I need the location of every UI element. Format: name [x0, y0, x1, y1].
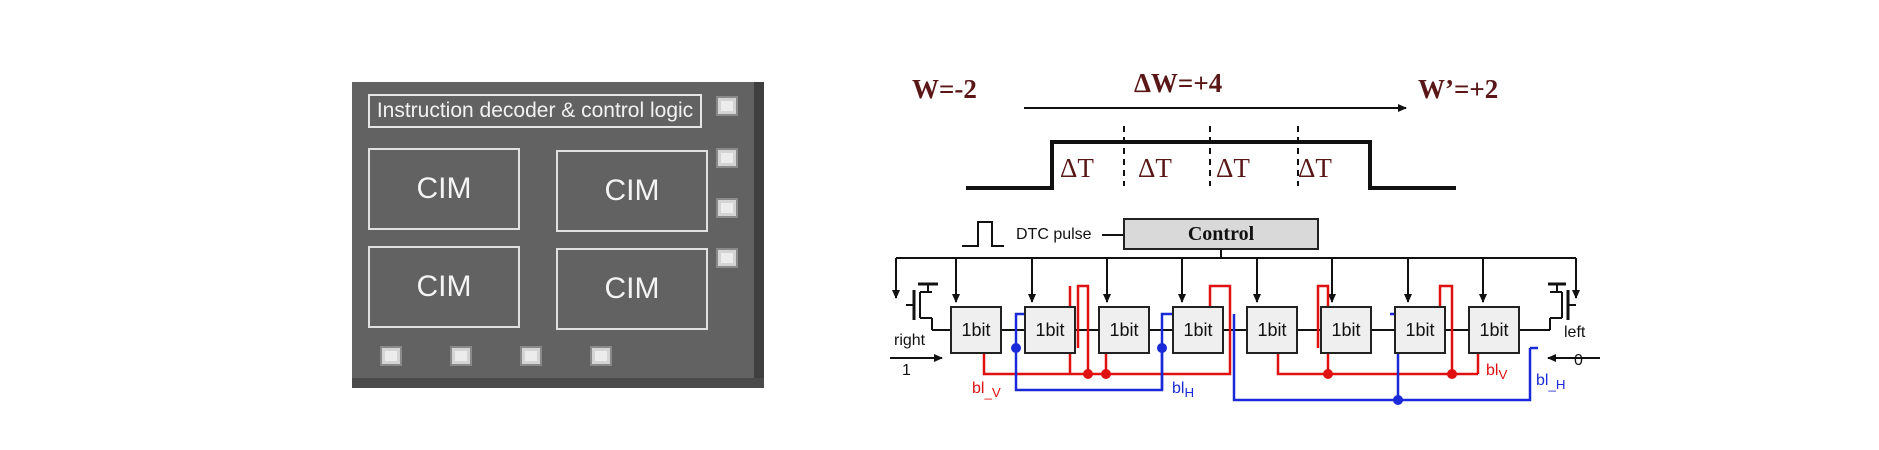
left-transistor-icon: [906, 282, 952, 331]
right-label: right: [894, 332, 926, 349]
bit-cell-7: 1bit: [1394, 306, 1446, 354]
bit-cell-3: 1bit: [1098, 306, 1150, 354]
cim-block-1: CIM: [368, 148, 520, 230]
bond-pad: [380, 346, 402, 366]
bl-v-label-left: bl_V: [972, 380, 1001, 401]
bit-cell-1: 1bit: [950, 306, 1002, 354]
bond-pad: [590, 346, 612, 366]
dtc-pulse-icon: [962, 221, 1004, 247]
die-edge: [754, 82, 764, 388]
delta-t-label-1: ΔT: [1060, 153, 1094, 183]
left-label: left: [1564, 324, 1586, 341]
bit-cell-6: 1bit: [1320, 306, 1372, 354]
delta-t-label-3: ΔT: [1216, 153, 1250, 183]
bit-cell-8: 1bit: [1468, 306, 1520, 354]
cim-block-4: CIM: [556, 248, 708, 330]
bit-cell-4: 1bit: [1172, 306, 1224, 354]
instruction-decoder-box: Instruction decoder & control logic: [368, 94, 702, 128]
cim-block-3: CIM: [368, 246, 520, 328]
bl-h-label-right: bl_H: [1536, 372, 1566, 393]
dtc-pulse-label: DTC pulse: [1016, 226, 1092, 243]
bit-cell-2: 1bit: [1024, 306, 1076, 354]
junction-dots: [1011, 343, 1457, 405]
chip-die-photo: Instruction decoder & control logic CIM …: [352, 82, 764, 388]
bit-cell-5: 1bit: [1246, 306, 1298, 354]
bond-pad: [520, 346, 542, 366]
w-end-label: W’=+2: [1418, 74, 1499, 104]
delta-w-label: ΔW=+4: [1134, 68, 1223, 98]
bl-v-label-right: blV: [1486, 362, 1508, 383]
delta-t-label-4: ΔT: [1298, 153, 1332, 183]
w-start-label: W=-2: [912, 74, 977, 104]
bond-pad: [716, 96, 738, 116]
right-transistor-icon: [1530, 282, 1576, 331]
die-bottom-strip: [352, 378, 764, 388]
bond-pad: [716, 148, 738, 168]
control-block: Control: [1123, 218, 1319, 250]
delta-t-label-2: ΔT: [1138, 153, 1172, 183]
control-drops: [892, 258, 1580, 303]
right-value: 1: [902, 362, 911, 379]
bond-pad: [450, 346, 472, 366]
bond-pad: [716, 248, 738, 268]
cim-block-2: CIM: [556, 150, 708, 232]
bond-pad: [716, 198, 738, 218]
bl-h-label-left: blH: [1172, 380, 1195, 401]
left-value: 0: [1574, 352, 1583, 369]
